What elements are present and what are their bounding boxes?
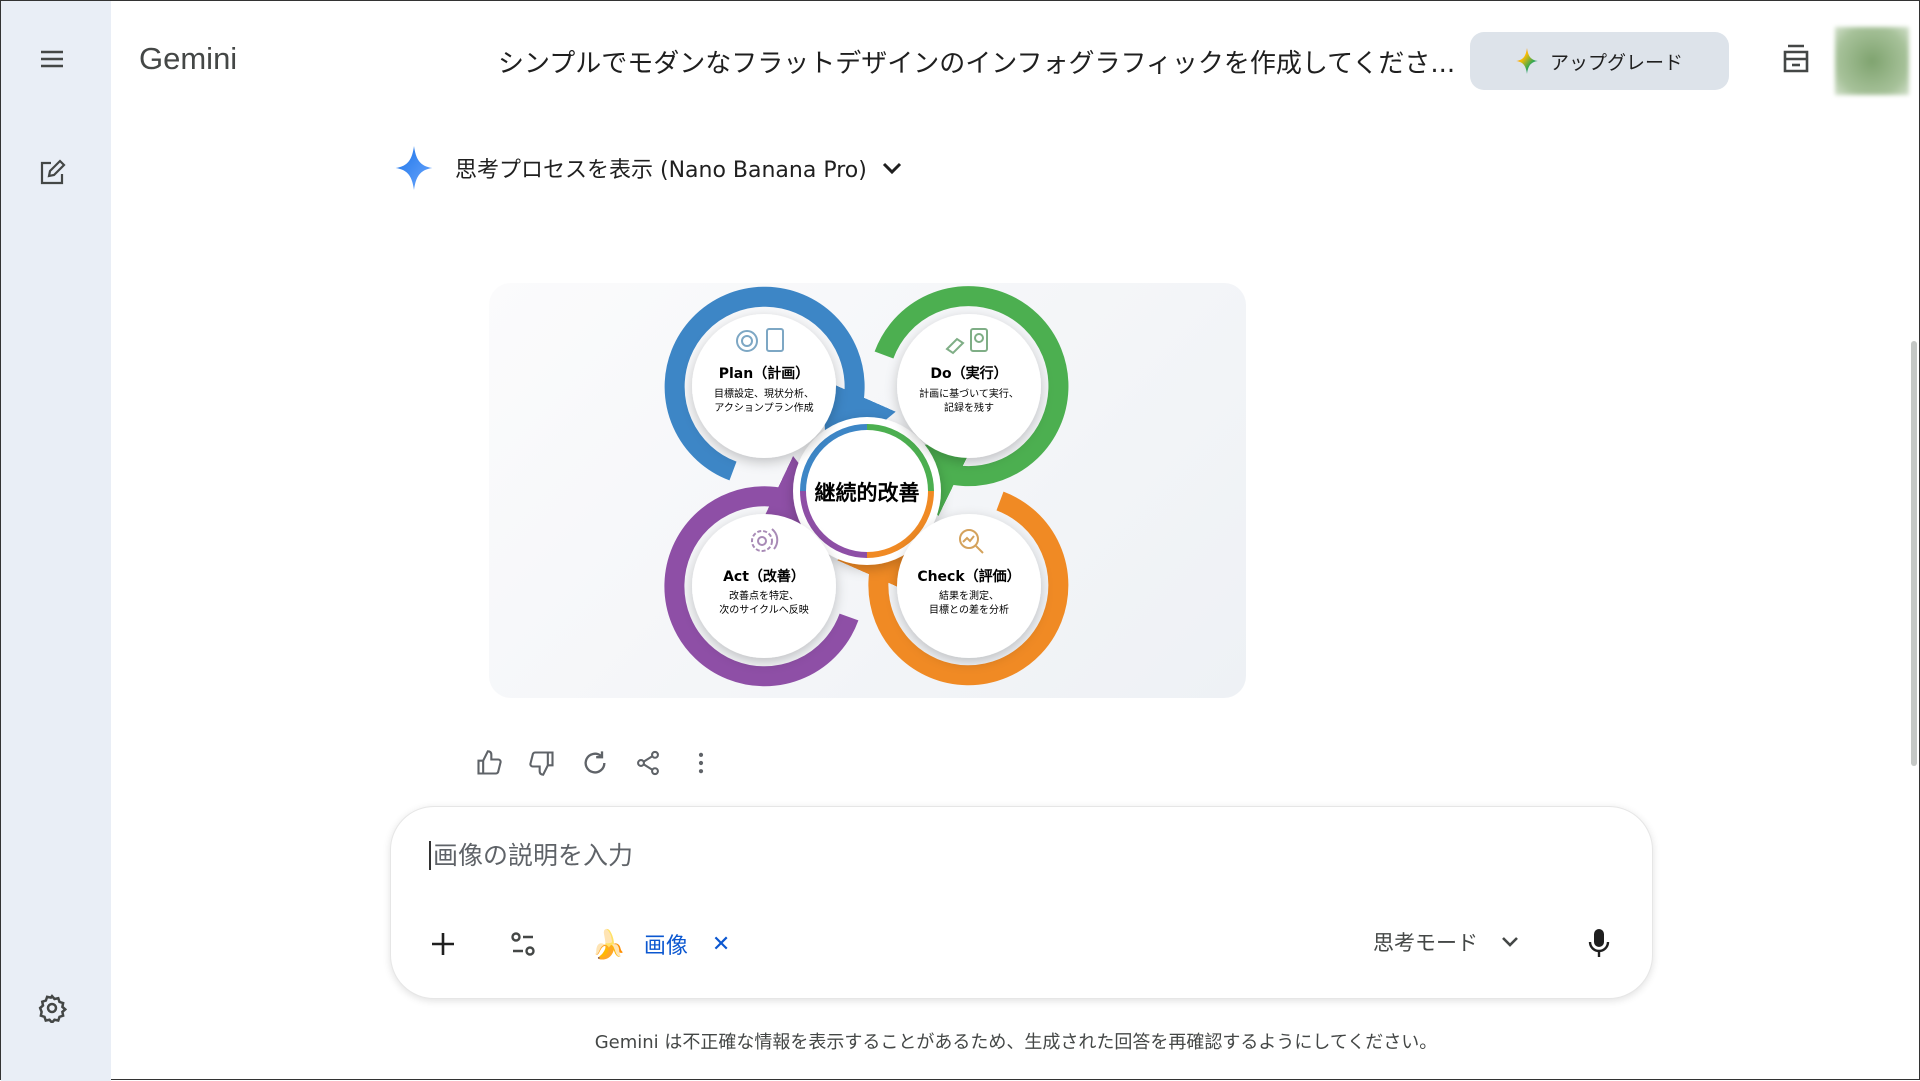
share-icon[interactable] <box>630 741 666 785</box>
account-avatar[interactable] <box>1835 27 1909 95</box>
settings-icon[interactable] <box>30 986 74 1030</box>
response-actions <box>471 741 719 785</box>
plan-node: Plan（計画） 目標設定、現状分析、 アクションプラン作成 <box>692 314 836 458</box>
gemini-spark-icon <box>395 146 433 190</box>
thinking-toggle[interactable]: 思考プロセスを表示 (Nano Banana Pro) <box>393 146 903 190</box>
svg-text:結果を測定、: 結果を測定、 <box>939 589 999 602</box>
svg-text:計画に基づいて実行、: 計画に基づいて実行、 <box>919 387 1019 400</box>
regenerate-icon[interactable] <box>577 741 613 785</box>
temporary-chat-icon[interactable] <box>1774 37 1818 81</box>
svg-text:改善点を特定、: 改善点を特定、 <box>729 589 799 602</box>
svg-text:Check（評価）: Check（評価） <box>917 568 1020 585</box>
disclaimer: Gemini は不正確な情報を表示することがあるため、生成された回答を再確認する… <box>594 1032 1438 1053</box>
thumbs-up-icon[interactable] <box>471 741 507 785</box>
banana-icon: 🍌 <box>591 927 626 961</box>
more-options-icon[interactable] <box>683 741 719 785</box>
prompt-composer: 🍌 画像 ✕ 思考モード <box>390 806 1653 999</box>
svg-text:目標設定、現状分析、: 目標設定、現状分析、 <box>714 387 814 400</box>
generated-image[interactable]: 継続的改善 Plan（計画） 目標設定、現状分析、 アクションプラン作成 Do（… <box>489 283 1246 698</box>
gemini-spark-icon <box>1516 48 1538 74</box>
chevron-down-icon <box>1502 937 1518 947</box>
app-logo[interactable]: Gemini <box>139 41 238 76</box>
check-node: Check（評価） 結果を測定、 目標との差を分析 <box>897 514 1041 658</box>
plan-arrow <box>664 286 896 481</box>
image-tool-label: 画像 <box>643 934 688 959</box>
scrollbar[interactable] <box>1911 341 1917 766</box>
add-icon[interactable] <box>421 922 465 966</box>
svg-text:アクションプラン作成: アクションプラン作成 <box>714 402 813 414</box>
thumbs-down-icon[interactable] <box>524 741 560 785</box>
mode-selector[interactable]: 思考モード <box>1373 927 1520 957</box>
thinking-label: 思考プロセスを表示 (Nano Banana Pro) <box>455 158 867 183</box>
do-arrow <box>874 286 1069 517</box>
act-node: Act（改善） 改善点を特定、 次のサイクルへ反映 <box>692 514 836 658</box>
svg-text:Plan（計画）: Plan（計画） <box>719 365 809 382</box>
svg-text:Act（改善）: Act（改善） <box>723 568 805 585</box>
svg-text:次のサイクルへ反映: 次のサイクルへ反映 <box>719 603 809 616</box>
image-tool-chip[interactable]: 🍌 画像 ✕ <box>591 919 730 969</box>
do-node: Do（実行） 計画に基づいて実行、 記録を残す <box>897 314 1041 458</box>
chat-title: シンプルでモダンなフラットデザインのインフォグラフィックを作成してくださ... <box>498 49 1456 79</box>
upgrade-label: アップグレード <box>1549 51 1683 74</box>
target-icon <box>736 328 784 352</box>
chevron-down-icon <box>882 162 901 175</box>
prompt-input[interactable] <box>429 841 1579 870</box>
act-arrow <box>664 456 859 687</box>
new-chat-icon[interactable] <box>30 151 74 195</box>
svg-text:目標との差を分析: 目標との差を分析 <box>929 603 1009 616</box>
check-arrow <box>837 491 1069 686</box>
gear-cycle-icon <box>751 528 779 552</box>
svg-text:Do（実行）: Do（実行） <box>930 365 1007 382</box>
upgrade-button[interactable]: アップグレード <box>1470 32 1729 90</box>
mode-label: 思考モード <box>1373 931 1478 955</box>
center-label: 継続的改善 <box>815 481 920 505</box>
tools-icon <box>945 328 988 355</box>
sidebar <box>1 1 111 1081</box>
svg-text:記録を残す: 記録を残す <box>944 401 994 414</box>
tools-icon[interactable] <box>501 922 545 966</box>
remove-tool-icon[interactable]: ✕ <box>711 931 731 957</box>
microphone-icon[interactable] <box>1577 921 1621 965</box>
magnifier-chart-icon <box>959 529 984 554</box>
menu-icon[interactable] <box>30 37 74 81</box>
